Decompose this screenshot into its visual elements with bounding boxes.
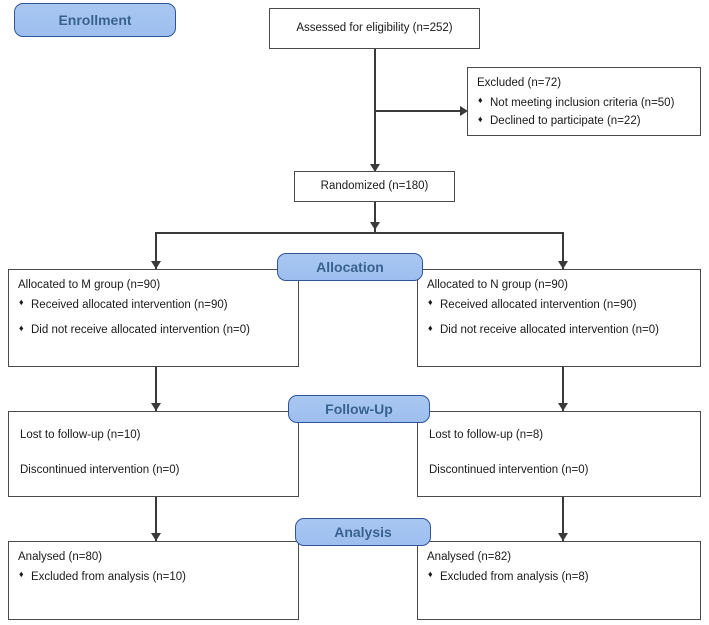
- node-excluded: Excluded (n=72) Not meeting inclusion cr…: [467, 67, 701, 136]
- list-item: Received allocated intervention (n=90): [427, 296, 691, 314]
- list-item: Not meeting inclusion criteria (n=50): [477, 94, 691, 112]
- list-item: Did not receive allocated intervention (…: [18, 322, 289, 339]
- stage-pill-follow-up: Follow-Up: [288, 395, 430, 423]
- connector-assessed-trunk: [374, 48, 376, 171]
- node-allocated-n-group: Allocated to N group (n=90) Received all…: [417, 269, 701, 367]
- excluded-title: Excluded (n=72): [477, 77, 562, 89]
- node-analysis-n-group: Analysed (n=82) Excluded from analysis (…: [417, 541, 701, 620]
- stage-label-enrollment: Enrollment: [58, 12, 132, 28]
- arrowhead-followup-right: [558, 403, 568, 411]
- arrowhead-analysis-right: [558, 533, 568, 541]
- connector-split-left-drop: [155, 232, 157, 269]
- analysis-right-list: Excluded from analysis (n=8): [427, 568, 691, 586]
- list-item: Discontinued intervention (n=0): [429, 463, 589, 476]
- list-item: Lost to follow-up (n=10): [20, 429, 141, 441]
- connector-split-bar: [155, 232, 564, 234]
- node-followup-m-group: Lost to follow-up (n=10) Discontinued in…: [8, 411, 299, 497]
- connector-alloc-followup-right: [562, 367, 564, 411]
- assessed-title: Assessed for eligibility (n=252): [296, 22, 453, 35]
- list-item: Excluded from analysis (n=8): [427, 568, 691, 586]
- arrowhead-alloc-right: [558, 261, 568, 269]
- arrowhead-randomized: [370, 164, 380, 172]
- alloc-left-list: Received allocated intervention (n=90) D…: [18, 296, 289, 339]
- stage-pill-allocation: Allocation: [277, 253, 423, 281]
- analysis-right-title: Analysed (n=82): [427, 551, 512, 563]
- connector-randomized-down: [374, 201, 376, 232]
- list-item: Received allocated intervention (n=90): [18, 296, 289, 314]
- analysis-left-title: Analysed (n=80): [18, 551, 103, 563]
- connector-excluded-branch: [374, 110, 460, 112]
- connector-alloc-followup-left: [155, 367, 157, 411]
- connector-followup-analysis-left: [155, 497, 157, 541]
- followup-left-list: Lost to follow-up (n=10) Discontinued in…: [18, 427, 289, 478]
- node-allocated-m-group: Allocated to M group (n=90) Received all…: [8, 269, 299, 367]
- list-item: Discontinued intervention (n=0): [20, 463, 180, 476]
- arrowhead-alloc-left: [151, 261, 161, 269]
- node-followup-n-group: Lost to follow-up (n=8) Discontinued int…: [417, 411, 701, 497]
- stage-pill-analysis: Analysis: [295, 518, 431, 546]
- connector-followup-analysis-right: [562, 497, 564, 541]
- node-assessed-for-eligibility: Assessed for eligibility (n=252): [269, 8, 480, 49]
- alloc-right-list: Received allocated intervention (n=90) D…: [427, 296, 691, 339]
- list-item: Excluded from analysis (n=10): [18, 568, 289, 586]
- arrowhead-followup-left: [151, 403, 161, 411]
- stage-label-analysis: Analysis: [334, 524, 392, 540]
- list-item: Declined to participate (n=22): [477, 113, 691, 130]
- arrowhead-excluded: [460, 106, 468, 116]
- stage-label-allocation: Allocation: [316, 259, 384, 275]
- list-item: Did not receive allocated intervention (…: [427, 322, 691, 339]
- node-analysis-m-group: Analysed (n=80) Excluded from analysis (…: [8, 541, 299, 620]
- arrowhead-analysis-left: [151, 533, 161, 541]
- followup-right-list: Lost to follow-up (n=8) Discontinued int…: [427, 427, 691, 478]
- randomized-title: Randomized (n=180): [320, 180, 429, 193]
- excluded-reason-list: Not meeting inclusion criteria (n=50) De…: [477, 94, 691, 130]
- stage-pill-enrollment: Enrollment: [14, 3, 176, 37]
- connector-split-right-drop: [562, 232, 564, 269]
- list-item: Lost to follow-up (n=8): [429, 429, 544, 441]
- alloc-left-title: Allocated to M group (n=90): [18, 279, 161, 291]
- alloc-right-title: Allocated to N group (n=90): [427, 279, 568, 291]
- node-randomized: Randomized (n=180): [294, 171, 455, 202]
- arrowhead-split-center: [370, 222, 380, 230]
- stage-label-follow-up: Follow-Up: [325, 401, 393, 417]
- analysis-left-list: Excluded from analysis (n=10): [18, 568, 289, 586]
